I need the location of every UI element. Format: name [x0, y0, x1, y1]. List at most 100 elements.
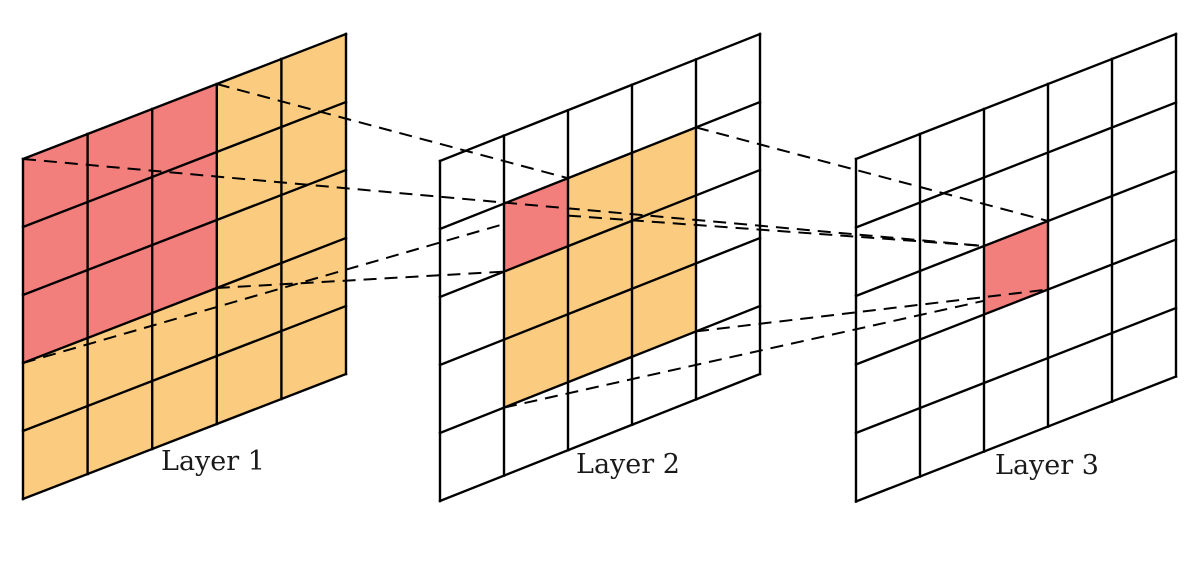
- connector-lines: [22, 83, 1049, 409]
- receptive-field-cell: [87, 313, 153, 406]
- grid-line-horizontal: [854, 237, 1178, 367]
- grid-line-horizontal: [21, 372, 348, 501]
- grid-cell: [568, 356, 632, 451]
- grid-line-horizontal: [438, 168, 762, 299]
- dashed-connector-line: [216, 270, 505, 289]
- grid-line-horizontal: [438, 32, 762, 163]
- grid-line-horizontal: [438, 100, 762, 231]
- grid-cell: [1112, 308, 1176, 402]
- highlight-cell: [23, 134, 88, 227]
- grid-cell: [440, 135, 504, 229]
- grid-cell: [920, 314, 984, 408]
- highlight-cell: [23, 202, 88, 295]
- receptive-field-cell: [632, 263, 696, 357]
- layer-2-grid: [438, 32, 762, 503]
- receptive-field-cell: [504, 314, 568, 408]
- grid-line-horizontal: [854, 306, 1178, 435]
- grid-cell: [856, 271, 920, 365]
- grid-cell: [920, 109, 984, 203]
- highlight-cell: [152, 220, 217, 313]
- grid-cell: [984, 84, 1048, 178]
- grid-line-horizontal: [854, 32, 1178, 161]
- grid-cell: [632, 331, 696, 425]
- highlight-cell: [152, 84, 217, 177]
- grid-cell: [1048, 59, 1112, 153]
- grid-cell: [984, 152, 1048, 246]
- receptive-field-cell: [568, 288, 632, 383]
- highlight-cell: [87, 177, 153, 270]
- grid-cell: [696, 306, 760, 400]
- grid-line-horizontal: [438, 236, 762, 367]
- grid-cell: [440, 339, 504, 433]
- receptive-field-cell: [216, 127, 282, 220]
- dashed-connector-line: [567, 214, 985, 247]
- receptive-field-cell: [23, 406, 88, 499]
- highlight-cell: [87, 109, 153, 202]
- grid-cell: [856, 134, 920, 228]
- grid-cell: [440, 271, 504, 365]
- grid-cell: [984, 358, 1048, 452]
- grid-cell: [1112, 34, 1176, 128]
- grid-cell: [920, 383, 984, 477]
- grid-cell: [696, 170, 760, 264]
- receptive-field-cell: [504, 246, 568, 340]
- grid-cell: [1112, 239, 1176, 333]
- receptive-field-cell: [216, 263, 282, 356]
- grid-cell: [856, 408, 920, 502]
- grid-cell: [920, 246, 984, 340]
- highlight-cell: [87, 245, 153, 338]
- grid-line-horizontal: [21, 236, 348, 365]
- highlight-cell: [23, 270, 88, 363]
- grid-cell: [1048, 264, 1112, 358]
- receptive-field-cell: [281, 34, 346, 127]
- dashed-connector-line: [695, 126, 1049, 222]
- grid-cell: [696, 102, 760, 196]
- receptive-field-cell: [216, 195, 282, 288]
- layer-2-label: Layer 2: [576, 449, 680, 480]
- receptive-field-cell: [568, 152, 632, 247]
- grid-cell: [1112, 171, 1176, 265]
- receptive-field-cell: [281, 238, 346, 331]
- grid-cell: [856, 202, 920, 296]
- highlight-cell: [504, 178, 568, 272]
- grid-line-horizontal: [438, 372, 762, 503]
- receptive-field-cell: [152, 288, 217, 381]
- grid-cell: [856, 339, 920, 433]
- layer-3-label: Layer 3: [995, 450, 1099, 481]
- receptive-field-cell: [152, 356, 217, 449]
- grid-line-horizontal: [854, 169, 1178, 298]
- dashed-connector-line: [695, 288, 1049, 333]
- grid-cell: [920, 177, 984, 271]
- dashed-connector-line: [216, 83, 569, 180]
- grid-cell: [504, 110, 568, 204]
- grid-line-horizontal: [21, 168, 348, 297]
- dashed-connector-line: [22, 158, 985, 247]
- grid-cell: [504, 382, 568, 476]
- layer-1-label: Layer 1: [161, 446, 265, 477]
- receptive-field-cell: [281, 102, 346, 195]
- receptive-field-cell: [23, 338, 88, 431]
- receptive-field-cell: [216, 59, 282, 152]
- grid-line-horizontal: [854, 374, 1178, 504]
- grid-cell: [696, 238, 760, 332]
- receptive-field-cell: [632, 127, 696, 221]
- layer-3-grid: [854, 32, 1178, 504]
- receptive-field-cell: [281, 170, 346, 263]
- grid-cell: [440, 407, 504, 501]
- grid-cell: [984, 289, 1048, 383]
- receptive-field-cell: [568, 220, 632, 315]
- layer-1-grid: [21, 32, 348, 501]
- grid-cell: [1048, 127, 1112, 221]
- grid-cell: [1048, 196, 1112, 290]
- grid-cell: [568, 84, 632, 179]
- receptive-field-cell: [87, 381, 153, 474]
- grid-cell: [696, 34, 760, 128]
- grid-cell: [1112, 102, 1176, 196]
- grid-line-horizontal: [438, 304, 762, 435]
- receptive-field-cell: [216, 331, 282, 424]
- grid-line-horizontal: [21, 32, 348, 161]
- receptive-field-cell: [281, 306, 346, 399]
- grid-line-horizontal: [21, 304, 348, 433]
- grid-line-horizontal: [854, 100, 1178, 230]
